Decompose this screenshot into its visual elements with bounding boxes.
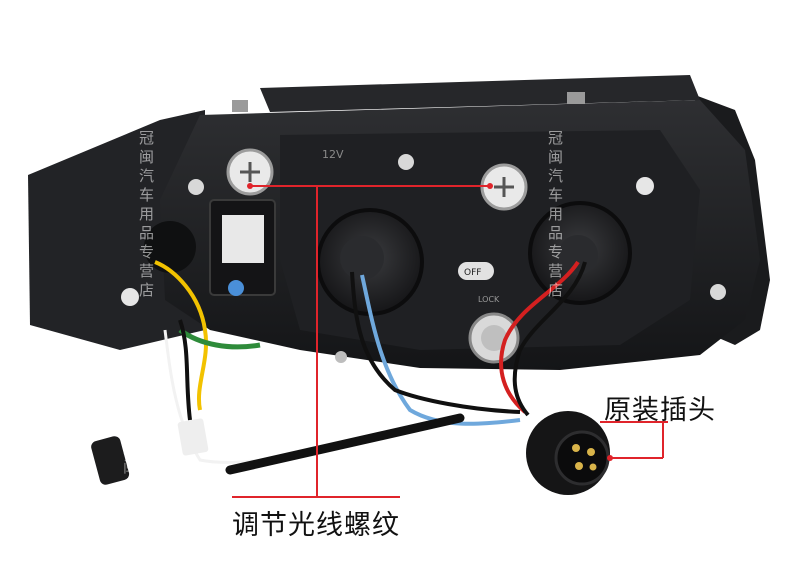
mount-tab-right bbox=[567, 92, 585, 104]
label-beam-adjust-thread: 调节光线螺纹 bbox=[232, 510, 400, 541]
wire-green bbox=[178, 327, 261, 350]
connector-plug-face bbox=[554, 430, 610, 486]
mount-hole-top-left bbox=[188, 179, 204, 195]
emboss-lock: LOCK bbox=[478, 295, 500, 304]
wire-black-right bbox=[512, 261, 587, 417]
annotation-dot-left bbox=[247, 183, 253, 189]
mount-hole-right bbox=[636, 177, 654, 195]
lock-socket-inner bbox=[481, 325, 507, 351]
mount-hole-bottom-right bbox=[710, 284, 726, 300]
bulb-socket-left-cap bbox=[340, 236, 384, 280]
housing-flange bbox=[28, 110, 205, 350]
watermark-right: 冠闽汽车用品专营店 bbox=[546, 130, 564, 301]
adjuster-knob-left-cross bbox=[240, 162, 260, 182]
bulb-socket-right-cap bbox=[558, 235, 598, 275]
watermark-bottom: 冠闽 bbox=[121, 440, 139, 478]
plug-left bbox=[91, 436, 130, 485]
annotation-dot-right bbox=[487, 183, 493, 189]
wire-blue bbox=[360, 274, 521, 426]
white-clip bbox=[177, 418, 209, 456]
mount-tab-left bbox=[232, 100, 248, 112]
wire-black-left bbox=[178, 319, 192, 421]
connector-pin-1 bbox=[572, 444, 580, 452]
adjuster-knob-right-cross bbox=[494, 177, 514, 197]
mount-hole-center bbox=[398, 154, 414, 170]
module-blue-cap bbox=[228, 280, 244, 296]
watermark-left: 冠闽汽车用品专营店 bbox=[137, 130, 155, 301]
mount-hole-left bbox=[121, 288, 139, 306]
off-badge bbox=[458, 262, 494, 280]
connector-pin-3 bbox=[575, 462, 583, 470]
connector-pin-2 bbox=[587, 448, 595, 456]
label-original-connector: 原装插头 bbox=[604, 395, 716, 426]
top-bracket bbox=[260, 75, 700, 112]
wire-black-mid bbox=[350, 271, 521, 414]
module-sticker bbox=[222, 215, 264, 263]
wire-harness-sleeve bbox=[225, 413, 465, 475]
connector-pin-4 bbox=[589, 463, 597, 471]
wire-red bbox=[499, 260, 580, 414]
annotation-lines bbox=[232, 185, 668, 498]
mount-hole-bottom bbox=[335, 351, 347, 363]
bulb-socket-far-left bbox=[144, 221, 196, 273]
emboss-voltage: 12V bbox=[322, 148, 344, 161]
annotation-dot-connector bbox=[607, 455, 613, 461]
emboss-off: OFF bbox=[464, 268, 481, 278]
wire-yellow bbox=[154, 260, 208, 411]
